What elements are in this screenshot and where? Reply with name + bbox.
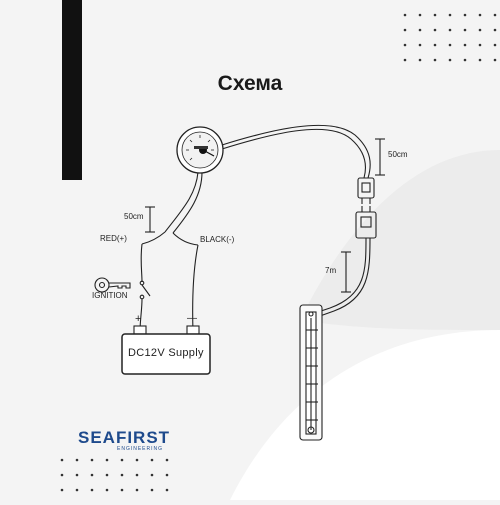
- cable-gauge-to-connector-inner: [221, 128, 367, 179]
- battery-terminal-plus: [133, 325, 147, 335]
- battery: [121, 333, 211, 375]
- battery-terminal-minus: [186, 325, 200, 335]
- wire-from-gauge-left: [164, 171, 199, 233]
- ignition-switch-contact-bottom: [139, 294, 145, 300]
- bg-swoosh-mid: [300, 150, 500, 330]
- brand-logo: SEAFIRST: [78, 428, 171, 447]
- wire-red: [141, 231, 166, 245]
- label-red-wire: RED(+): [100, 234, 127, 243]
- accent-bar: [62, 0, 82, 180]
- label-black-wire: BLACK(-): [200, 235, 235, 244]
- label-plus: +: [135, 313, 142, 325]
- dot-grid-bottom-left: [60, 458, 169, 492]
- label-cable-left: 50cm: [124, 212, 144, 221]
- cable-connector-to-sender: [317, 237, 367, 313]
- ignition-switch-lever: [141, 284, 151, 297]
- page-title: Схема: [217, 72, 283, 95]
- label-cable-top: 50cm: [388, 150, 408, 159]
- connector-plug-top: [357, 177, 375, 199]
- bg-swoosh-bottom: [230, 330, 500, 500]
- ignition-switch-contact-top: [139, 280, 145, 286]
- wire-red-to-switch: [140, 243, 143, 283]
- wire-black: [172, 232, 199, 246]
- dot-grid-top-right: [403, 13, 497, 62]
- wire-black-to-battery: [192, 244, 199, 333]
- label-battery: DC12V Supply: [128, 347, 204, 359]
- label-ignition: IGNITION: [92, 291, 128, 300]
- label-cable-sender: 7m: [325, 266, 337, 275]
- cable-gauge-to-connector: [221, 124, 371, 179]
- brand-subtitle: ENGINEERING: [117, 446, 164, 452]
- label-minus: —: [187, 313, 197, 324]
- gauge-icon: [176, 126, 224, 174]
- ignition-key-icon: [94, 277, 110, 293]
